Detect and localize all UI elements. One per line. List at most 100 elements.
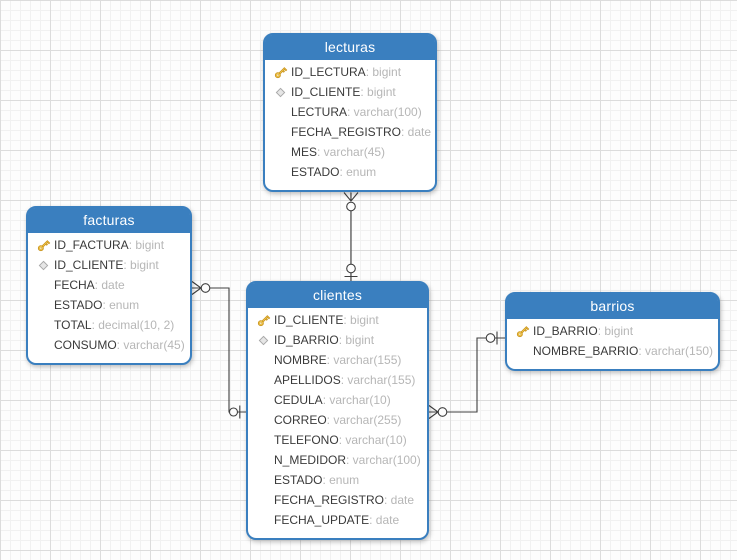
field-type: : enum [322,473,360,487]
field-type: : varchar(10) [338,433,407,447]
field-row-id_cliente[interactable]: ID_CLIENTE: bigint [248,310,423,330]
field-name: LECTURA [291,105,348,119]
table-title[interactable]: clientes [248,283,427,308]
table-title[interactable]: facturas [28,208,190,233]
crowfoot-many-end [191,281,202,295]
optional-circle [346,201,356,212]
table-title[interactable]: barrios [507,294,718,319]
field-name: CEDULA [274,393,323,407]
optional-circle [437,407,448,417]
field-type: : varchar(10) [322,393,391,407]
field-row-consumo[interactable]: CONSUMO: varchar(45) [28,335,186,355]
field-type: : bigint [597,324,634,338]
optional-circle [346,263,356,274]
field-row-estado[interactable]: ESTADO: enum [28,295,186,315]
field-row-mes[interactable]: MES: varchar(45) [265,142,431,162]
relationship-facturas-clientes[interactable] [191,281,248,419]
field-name: ESTADO [291,165,340,179]
field-name: MES [291,145,318,159]
field-name: ID_LECTURA [291,65,366,79]
field-row-nombre_barrio[interactable]: NOMBRE_BARRIO: varchar(150) [507,341,714,361]
field-type: : date [384,493,415,507]
field-row-fecha[interactable]: FECHA: date [28,275,186,295]
field-name: ID_CLIENTE [54,258,124,272]
key-icon [514,324,530,339]
field-type: : date [369,513,400,527]
optional-circle [485,333,496,343]
field-type: : date [94,278,125,292]
field-row-id_cliente[interactable]: ID_CLIENTE: bigint [28,255,186,275]
field-type: : bigint [360,85,396,99]
relationship-line [446,337,505,413]
key-icon [255,313,271,328]
field-type: : bigint [128,238,165,252]
field-type: : date [401,125,432,139]
field-type: : varchar(45) [317,145,386,159]
field-row-id_barrio[interactable]: ID_BARRIO: bigint [248,330,423,350]
field-row-id_lectura[interactable]: ID_LECTURA: bigint [265,62,431,82]
diamond-icon [35,260,51,271]
field-row-id_cliente[interactable]: ID_CLIENTE: bigint [265,82,431,102]
field-row-estado[interactable]: ESTADO: enum [248,470,423,490]
one-tick-end [344,272,358,282]
field-type: : bigint [343,313,379,327]
field-row-apellidos[interactable]: APELLIDOS: varchar(155) [248,370,423,390]
field-name: N_MEDIDOR [274,453,347,467]
field-row-n_medidor[interactable]: N_MEDIDOR: varchar(100) [248,450,423,470]
relationship-lecturas-clientes[interactable] [343,192,359,282]
field-row-total[interactable]: TOTAL: decimal(10, 2) [28,315,186,335]
field-name: TELEFONO [274,433,339,447]
field-row-id_barrio[interactable]: ID_BARRIO: bigint [507,321,714,341]
field-row-fecha_registro[interactable]: FECHA_REGISTRO: date [248,490,423,510]
field-row-nombre[interactable]: NOMBRE: varchar(155) [248,350,423,370]
field-row-telefono[interactable]: TELEFONO: varchar(10) [248,430,423,450]
optional-circle [200,283,211,293]
field-row-fecha_registro[interactable]: FECHA_REGISTRO: date [265,122,431,142]
table-title[interactable]: lecturas [265,35,435,60]
field-type: : varchar(100) [346,453,421,467]
diamond-icon [272,87,288,98]
field-name: ID_FACTURA [54,238,129,252]
field-type: : varchar(150) [638,344,714,358]
field-name: ID_BARRIO [274,333,339,347]
key-icon [35,238,51,253]
field-type: : varchar(255) [326,413,402,427]
field-name: ESTADO [54,298,103,312]
crowfoot-many-end [343,192,359,202]
field-type: : decimal(10, 2) [91,318,175,332]
field-name: CONSUMO [54,338,117,352]
field-type: : varchar(155) [326,353,402,367]
field-type: : enum [339,165,377,179]
field-type: : varchar(155) [340,373,416,387]
field-name: ID_CLIENTE [291,85,361,99]
field-row-cedula[interactable]: CEDULA: varchar(10) [248,390,423,410]
field-name: NOMBRE_BARRIO [533,344,639,358]
field-type: : varchar(45) [116,338,185,352]
field-row-estado[interactable]: ESTADO: enum [265,162,431,182]
diamond-icon [255,335,271,346]
relationship-clientes-barrios[interactable] [428,331,505,419]
field-row-id_factura[interactable]: ID_FACTURA: bigint [28,235,186,255]
field-name: CORREO [274,413,327,427]
field-name: FECHA [54,278,95,292]
field-name: FECHA_UPDATE [274,513,370,527]
key-icon [272,65,288,80]
field-row-correo[interactable]: CORREO: varchar(255) [248,410,423,430]
relationship-line [209,287,248,413]
field-row-lectura[interactable]: LECTURA: varchar(100) [265,102,431,122]
field-type: : bigint [365,65,402,79]
field-type: : enum [102,298,140,312]
field-name: TOTAL [54,318,92,332]
crowfoot-many-end [428,405,439,419]
field-name: FECHA_REGISTRO [291,125,402,139]
field-row-fecha_update[interactable]: FECHA_UPDATE: date [248,510,423,530]
field-name: ID_CLIENTE [274,313,344,327]
